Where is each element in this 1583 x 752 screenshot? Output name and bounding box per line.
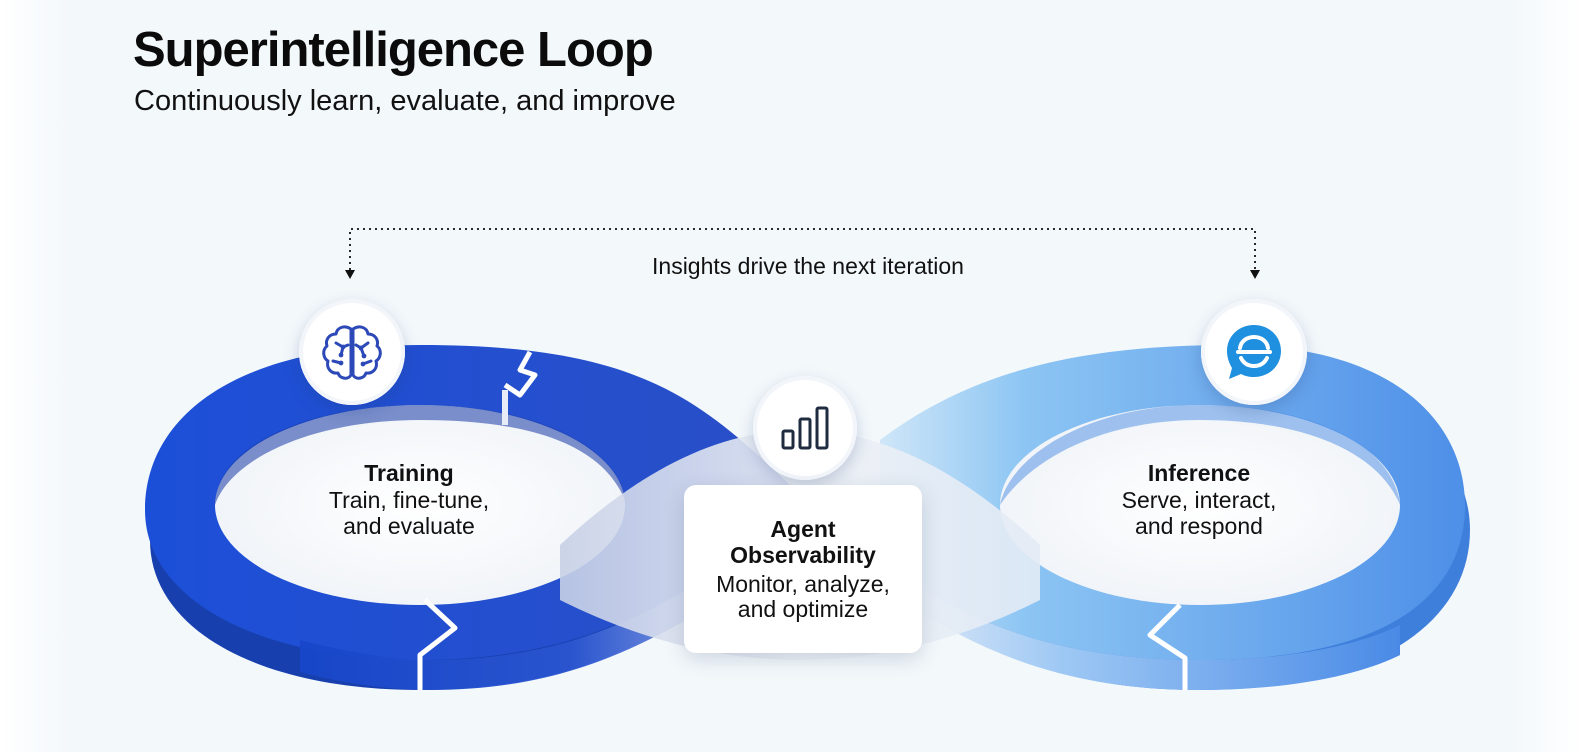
inference-node	[1201, 299, 1307, 405]
brain-icon	[322, 325, 382, 380]
training-node	[299, 299, 405, 405]
observability-title-line2: Observability	[730, 542, 876, 568]
bar-chart-icon	[781, 406, 829, 450]
inference-loop-hole	[1000, 405, 1400, 605]
training-desc-line2: and evaluate	[343, 513, 475, 539]
observability-title-line1: Agent	[770, 516, 836, 542]
feedback-arrow	[349, 228, 1256, 270]
training-loop-hole	[215, 405, 625, 605]
segment-break-top-left	[503, 350, 538, 398]
page-title: Superintelligence Loop	[133, 23, 654, 77]
training-desc-line1: Train, fine-tune,	[328, 487, 490, 513]
training-title: Training	[364, 460, 454, 486]
inference-label: Inference Serve, interact, and respond	[1090, 460, 1308, 539]
page-subtitle: Continuously learn, evaluate, and improv…	[134, 85, 676, 117]
inference-title: Inference	[1147, 460, 1251, 486]
observability-desc-line1: Monitor, analyze,	[716, 571, 890, 597]
inference-desc-line2: and respond	[1135, 513, 1263, 539]
observability-desc-line2: and optimize	[737, 596, 869, 622]
segment-break-bottom-left	[417, 598, 458, 690]
training-label: Training Train, fine-tune, and evaluate	[300, 460, 518, 539]
feedback-arrowhead-right	[1250, 270, 1260, 279]
chat-bubble-icon	[1227, 325, 1281, 379]
segment-break-bottom-right	[1147, 603, 1188, 690]
inference-desc-line1: Serve, interact,	[1121, 487, 1277, 513]
observability-node	[753, 376, 857, 480]
feedback-caption: Insights drive the next iteration	[652, 253, 964, 279]
observability-card: Agent Observability Monitor, analyze, an…	[684, 485, 922, 653]
feedback-arrowhead-left	[345, 270, 355, 279]
inference-loop-lower-segment	[880, 560, 1400, 690]
